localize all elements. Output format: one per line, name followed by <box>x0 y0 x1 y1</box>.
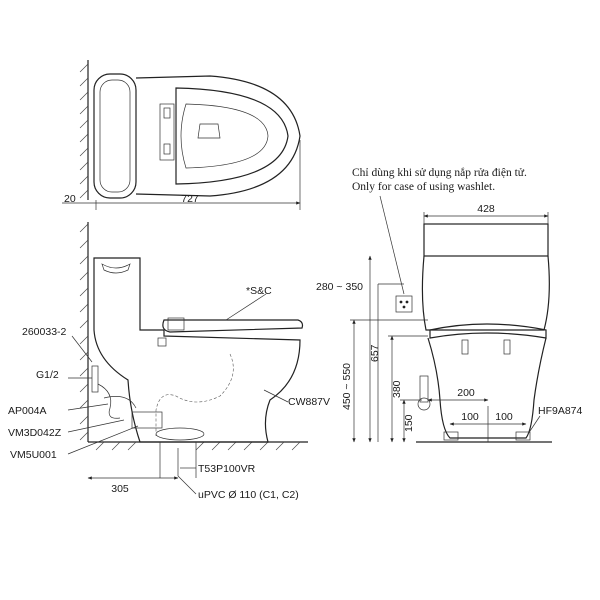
side-view-angle-valve <box>91 365 99 393</box>
part-supply-hose: VM3D042Z <box>8 427 62 439</box>
leader-angle-valve <box>67 403 109 411</box>
top-view-wall-hatch <box>79 63 89 199</box>
leader-body <box>263 389 289 403</box>
part-angle-valve: AP004A <box>8 405 47 417</box>
dim-bolt-left: 100 <box>461 411 479 423</box>
top-view-tank <box>93 73 137 199</box>
front-view-valve-handle <box>417 397 431 411</box>
dim-wall-gap: 20 <box>64 193 76 205</box>
dim-supply-height: 280 ~ 350 <box>316 281 363 293</box>
front-view-connector-right <box>503 339 511 355</box>
note-english: Only for case of using washlet. <box>352 181 495 193</box>
leader-fitting <box>71 335 93 363</box>
side-view-body <box>93 257 301 443</box>
front-view-tank <box>423 223 549 257</box>
side-view-flange <box>131 411 163 429</box>
leader-note <box>379 195 405 295</box>
leader-seat <box>225 293 267 321</box>
front-view-foot-right <box>515 431 531 441</box>
front-view-tank-lower <box>421 255 550 331</box>
dim-bolt-right: 100 <box>495 411 513 423</box>
dim-bowl-height: 657 <box>369 344 381 362</box>
socket-pin-icon-b <box>405 300 409 304</box>
part-drain: T53P100VR <box>198 463 256 475</box>
leader-bolt-cap <box>527 415 541 435</box>
front-view-angle-valve <box>419 375 429 403</box>
front-view-connector-left <box>461 339 469 355</box>
front-view-seat <box>429 323 547 339</box>
leader-flange <box>67 425 139 455</box>
dim-floor-height: 150 <box>403 414 415 432</box>
front-view-foot-left <box>443 431 459 441</box>
side-view: 305 *S&C 260033-2 G1/2 AP004A VM3D042Z V… <box>8 222 330 501</box>
dim-rough-in: 305 <box>111 483 129 495</box>
dim-outlet-offset: 200 <box>457 387 475 399</box>
top-view-body <box>135 75 301 197</box>
side-view-seat <box>162 319 304 333</box>
top-view-tank-lid <box>99 79 131 193</box>
leader-supply-hose <box>67 419 125 433</box>
dim-total-depth: 727 <box>181 193 199 205</box>
side-view-hose-connector <box>157 337 167 347</box>
part-bolt-cap: HF9A874 <box>538 405 583 417</box>
side-view-floor-hatch <box>95 441 301 451</box>
note-vietnamese: Chỉ dùng khi sử dụng nắp rửa điện tử. <box>352 166 527 179</box>
top-view-hinge-bolt-bottom <box>163 143 171 155</box>
socket-pin-icon-c <box>402 305 406 309</box>
part-fitting: 260033-2 <box>22 326 67 338</box>
top-view-seat <box>175 87 289 185</box>
top-view-flush-outlet <box>197 123 221 139</box>
part-seat: *S&C <box>246 285 272 297</box>
side-view-drain-pipe <box>159 442 197 478</box>
part-thread: G1/2 <box>36 369 59 381</box>
socket-pin-icon-a <box>399 300 403 304</box>
side-view-wall-hatch <box>79 223 89 441</box>
top-view-hinge-bolt-top <box>163 107 171 119</box>
side-view-trap <box>155 353 234 436</box>
part-flange: VM5U001 <box>10 449 57 461</box>
top-view: 20 727 <box>62 60 301 210</box>
dim-width: 428 <box>477 203 495 215</box>
leader-pipe <box>177 475 197 495</box>
dim-seat-height: 450 ~ 550 <box>341 363 353 410</box>
front-view-socket <box>395 295 413 313</box>
front-view: Chỉ dùng khi sử dụng nắp rửa điện tử. On… <box>316 166 583 443</box>
top-view-bowl <box>180 103 269 169</box>
side-view-supply-hose <box>97 383 121 419</box>
front-view-body <box>427 337 547 439</box>
flush-button-icon <box>101 263 131 274</box>
part-body: CW887V <box>288 396 330 408</box>
part-pipe: uPVC Ø 110 (C1, C2) <box>198 489 299 501</box>
top-view-hinge <box>159 103 175 161</box>
dim-inlet-height: 380 <box>391 380 403 398</box>
side-view-outlet <box>155 427 205 441</box>
side-view-seat-hinge <box>167 317 185 331</box>
side-view-hose-b <box>103 396 137 409</box>
